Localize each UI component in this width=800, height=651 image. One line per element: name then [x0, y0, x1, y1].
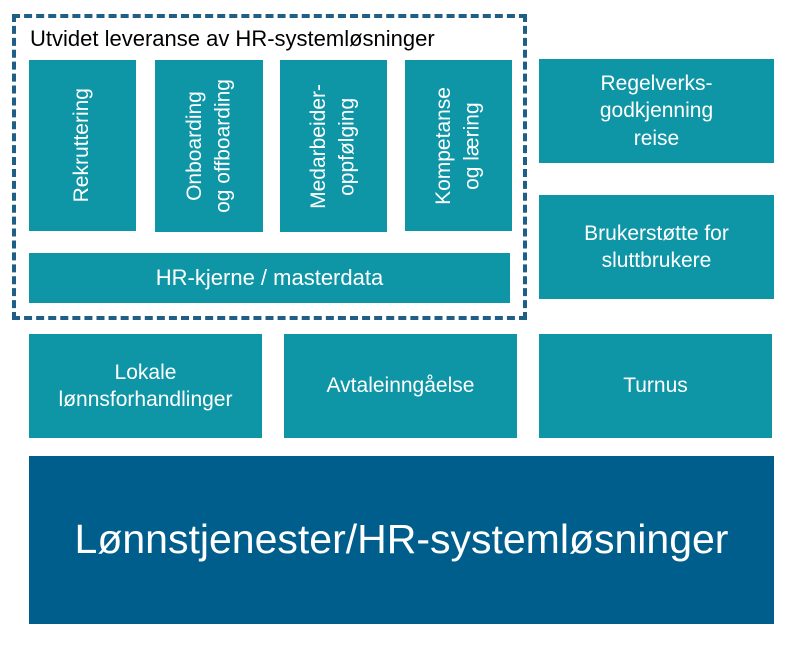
turnus-label: Turnus: [623, 374, 688, 398]
extended-delivery-frame: [12, 14, 527, 320]
module-rekruttering-label: Rekruttering: [70, 88, 94, 203]
regelverksgodkjenning-reise-label: Regelverks- godkjenning reise: [599, 72, 714, 150]
lokale-lonnsforhandlinger-label: Lokale lønnsforhandlinger: [58, 360, 233, 411]
module-rekruttering: Rekruttering: [29, 60, 136, 231]
hr-core-masterdata-label: HR-kjerne / masterdata: [155, 264, 384, 290]
module-medarbeideroppfolging-label: Medarbeider- oppfølging: [307, 83, 359, 209]
lonnstjenester-foundation: Lønnstjenester/HR-systemløsninger: [29, 456, 774, 624]
module-onboarding: Onboarding og offboarding: [155, 60, 263, 232]
extended-delivery-title: Utvidet leveranse av HR-systemløsninger: [30, 26, 435, 51]
brukerstotte-sluttbrukere: Brukerstøtte for sluttbrukere: [539, 195, 774, 299]
hr-core-masterdata: HR-kjerne / masterdata: [29, 253, 510, 303]
lokale-lonnsforhandlinger: Lokale lønnsforhandlinger: [29, 334, 262, 438]
module-kompetanse: Kompetanse og læring: [405, 60, 512, 231]
lonnstjenester-foundation-label: Lønnstjenester/HR-systemløsninger: [74, 516, 729, 563]
module-kompetanse-label: Kompetanse og læring: [432, 86, 484, 205]
turnus: Turnus: [539, 334, 772, 438]
brukerstotte-sluttbrukere-label: Brukerstøtte for sluttbrukere: [584, 221, 729, 272]
module-medarbeideroppfolging: Medarbeider- oppfølging: [280, 60, 387, 232]
module-onboarding-label: Onboarding og offboarding: [182, 79, 234, 213]
avtaleinngaelse: Avtaleinngåelse: [284, 334, 517, 438]
regelverksgodkjenning-reise: Regelverks- godkjenning reise: [539, 59, 774, 163]
avtaleinngaelse-label: Avtaleinngåelse: [326, 374, 475, 398]
